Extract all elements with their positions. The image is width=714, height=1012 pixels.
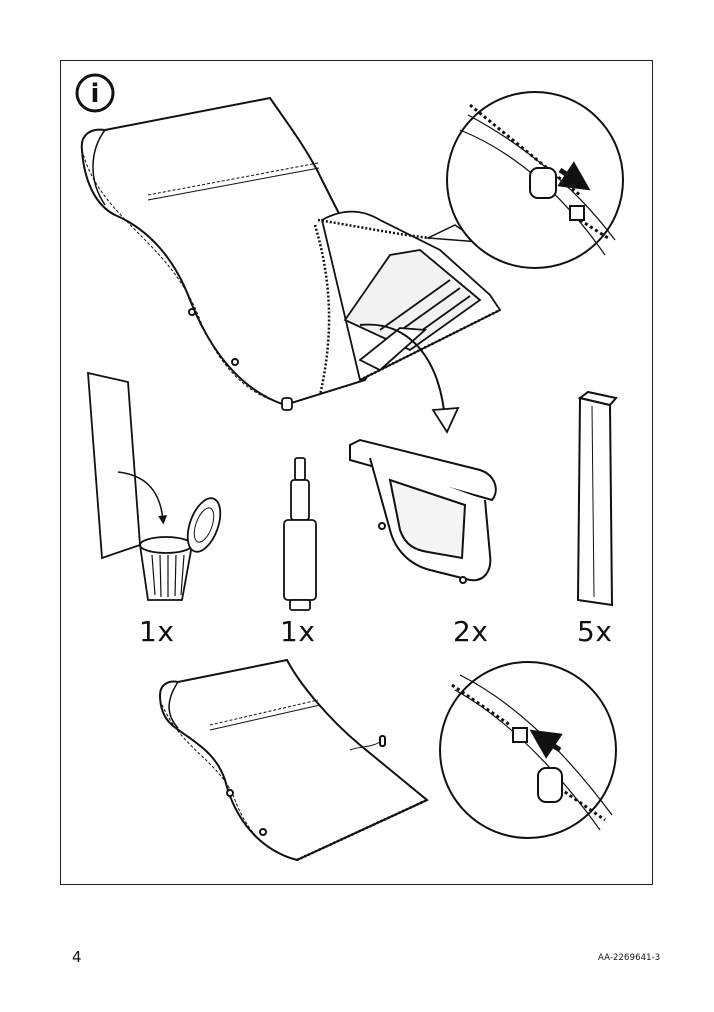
rail bbox=[576, 390, 618, 607]
plastic-bag-disposal bbox=[87, 371, 222, 601]
seat-cushion-closed bbox=[158, 658, 429, 862]
quantity-gas-cylinder: 1x bbox=[280, 615, 316, 648]
extract-arrow bbox=[359, 323, 446, 421]
quantity-armrest: 2x bbox=[453, 615, 489, 648]
extract-arrow-head bbox=[431, 406, 460, 434]
quantity-rail: 5x bbox=[577, 615, 613, 648]
quantity-bag-disposal: 1x bbox=[139, 615, 175, 648]
zipper-detail-open bbox=[425, 91, 624, 269]
gas-cylinder bbox=[283, 457, 317, 611]
instruction-panel bbox=[60, 60, 653, 885]
svg-text:i: i bbox=[91, 79, 100, 109]
document-code: AA-2269641-3 bbox=[598, 953, 661, 963]
info-icon: i bbox=[75, 73, 115, 113]
page-number: 4 bbox=[72, 948, 82, 966]
instruction-illustration: i bbox=[75, 73, 624, 862]
armrest bbox=[349, 438, 497, 584]
zipper-detail-close bbox=[439, 661, 617, 839]
